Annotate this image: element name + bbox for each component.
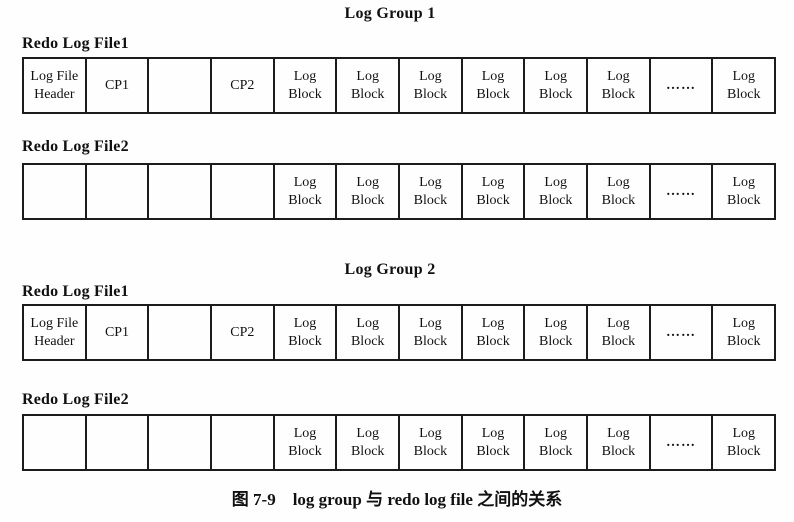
empty-cell: [24, 416, 85, 469]
ellipsis-cell: ……: [648, 416, 712, 469]
log-block-cell: Log Block: [523, 416, 586, 469]
cp1-cell: CP1: [84, 306, 148, 359]
empty-cell: [147, 416, 210, 469]
group1-title: Log Group 1: [344, 5, 436, 22]
empty-cell: [84, 165, 148, 218]
log-block-cell: Log Block: [272, 165, 336, 218]
ellipsis-cell: ……: [648, 306, 712, 359]
log-block-cell: Log Block: [272, 306, 336, 359]
log-block-cell: Log Block: [586, 165, 649, 218]
log-block-cell: Log Block: [460, 165, 524, 218]
group1-file2-strip: Log Block Log Block Log Block Log Block …: [22, 163, 776, 220]
log-block-cell: Log Block: [523, 306, 586, 359]
group2-file2-label: Redo Log File2: [22, 391, 129, 408]
log-block-cell: Log Block: [523, 59, 586, 112]
log-block-cell: Log Block: [460, 306, 524, 359]
log-block-cell: Log Block: [460, 416, 524, 469]
log-block-cell: Log Block: [398, 306, 461, 359]
ellipsis-cell: ……: [648, 59, 712, 112]
log-block-cell: Log Block: [335, 59, 398, 112]
log-block-cell: Log Block: [272, 416, 336, 469]
log-block-cell: Log Block: [711, 306, 774, 359]
group2-title: Log Group 2: [344, 261, 436, 278]
group1-file2-label: Redo Log File2: [22, 138, 129, 155]
log-block-cell: Log Block: [335, 306, 398, 359]
cp1-cell: CP1: [84, 59, 148, 112]
empty-cell: [147, 59, 210, 112]
log-block-cell: Log Block: [335, 165, 398, 218]
empty-cell: [147, 306, 210, 359]
log-block-cell: Log Block: [711, 59, 774, 112]
log-file-header-cell: Log File Header: [30, 316, 79, 349]
group1-file1-label: Redo Log File1: [22, 35, 129, 52]
log-block-cell: Log Block: [272, 59, 336, 112]
group2-file2-strip: Log Block Log Block Log Block Log Block …: [22, 414, 776, 471]
log-block-cell: Log Block: [586, 416, 649, 469]
log-block-cell: Log Block: [586, 59, 649, 112]
log-block-cell: Log Block: [523, 165, 586, 218]
empty-cell: [24, 165, 85, 218]
log-block-cell: Log Block: [711, 165, 774, 218]
empty-cell: [210, 416, 273, 469]
empty-cell: [147, 165, 210, 218]
group2-file1-strip: Log File Header CP1 CP2 Log Block Log Bl…: [22, 304, 776, 361]
log-block-cell: Log Block: [460, 59, 524, 112]
log-block-cell: Log Block: [398, 165, 461, 218]
log-block-cell: Log Block: [398, 59, 461, 112]
cp2-cell: CP2: [210, 306, 273, 359]
log-block-cell: Log Block: [398, 416, 461, 469]
empty-cell: [84, 416, 148, 469]
log-block-cell: Log Block: [586, 306, 649, 359]
empty-cell: [210, 165, 273, 218]
cp2-cell: CP2: [210, 59, 273, 112]
log-block-cell: Log Block: [711, 416, 774, 469]
figure-caption: 图 7-9 log group 与 redo log file 之间的关系: [231, 490, 563, 509]
log-block-cell: Log Block: [335, 416, 398, 469]
group1-file1-strip: Log File Header CP1 CP2 Log Block Log Bl…: [22, 57, 776, 114]
ellipsis-cell: ……: [648, 165, 712, 218]
group2-file1-label: Redo Log File1: [22, 283, 129, 300]
log-file-header-cell: Log File Header: [30, 69, 79, 102]
